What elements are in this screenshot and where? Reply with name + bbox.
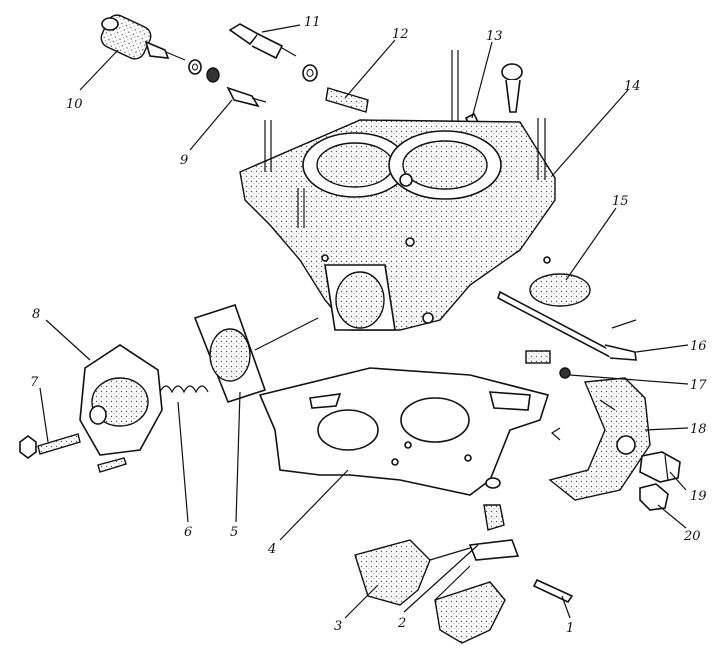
part-washers-upper-left: [188, 59, 220, 83]
part-13-screw: [464, 63, 523, 132]
part-12-idle-jet: [302, 64, 369, 113]
callout-18: 18: [690, 422, 707, 437]
part-6-spring: [159, 385, 209, 394]
part-1-float-axle: [532, 578, 574, 604]
callout-9: 9: [180, 153, 188, 168]
part-10-solenoid-valve: [100, 14, 186, 61]
callout-1: 1: [566, 621, 574, 636]
callout-16: 16: [690, 339, 707, 354]
part-carburetor-body: [239, 50, 556, 331]
callout-5: 5: [230, 525, 238, 540]
callout-7: 7: [30, 375, 39, 390]
callout-6: 6: [184, 525, 192, 540]
callout-13: 13: [486, 29, 503, 44]
callout-8: 8: [32, 307, 40, 322]
callout-12: 12: [392, 27, 409, 42]
part-20-plug: [639, 483, 669, 511]
callout-15: 15: [612, 194, 629, 209]
callout-10: 10: [66, 97, 83, 112]
callout-4: 4: [267, 542, 276, 557]
part-16-throttle-shaft: [497, 290, 637, 361]
callout-3: 3: [334, 619, 342, 634]
callout-2: 2: [397, 616, 406, 631]
callout-17: 17: [690, 378, 707, 393]
part-19-plug: [639, 451, 681, 483]
part-18-throttle-lever: [548, 377, 651, 501]
part-4-gasket: [258, 367, 550, 496]
part-9-jet: [226, 86, 267, 108]
part-5-diaphragm: [193, 303, 319, 403]
part-17-spring-ball: [525, 350, 571, 379]
part-15-throttle-plate: [529, 256, 591, 307]
part-8-cover: [79, 344, 163, 456]
callout-14: 14: [624, 79, 641, 94]
leader-lines: [39, 24, 689, 619]
part-11-needle-valve: [228, 23, 297, 60]
callout-11: 11: [304, 15, 321, 30]
callout-19: 19: [690, 489, 707, 504]
callout-labels: 10 9 11 12 13 14 15 16 17 18 19 20 8 7 6…: [30, 15, 707, 636]
callout-20: 20: [683, 529, 701, 544]
part-7-screw: [19, 433, 127, 473]
part-2-jet-and-valve: [468, 477, 520, 561]
